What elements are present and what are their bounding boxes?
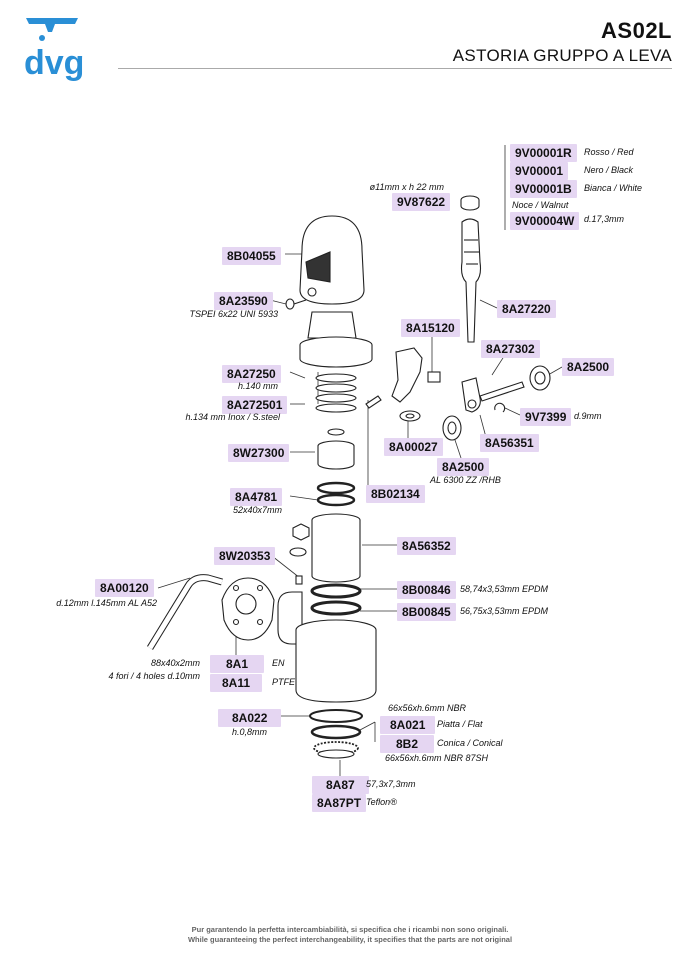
gasket-021-drawing (310, 724, 362, 740)
part-tag-8A56352: 8A56352 (397, 537, 456, 555)
part-tag-8A00027: 8A00027 (384, 438, 443, 456)
group-head-drawing (299, 215, 365, 305)
part-tag-8A27302: 8A27302 (481, 340, 540, 358)
note-bianca: Bianca / White (584, 183, 643, 193)
part-tag-9V7399: 9V7399 (520, 408, 572, 426)
part-tag-8A272501: 8A272501 (222, 396, 288, 414)
note-rosso: Rosso / Red (584, 147, 634, 157)
note-teflon: Teflon® (366, 797, 397, 807)
note-nbr87: 66x56xh.6mm NBR 87SH (385, 753, 489, 763)
model-code: AS02L (601, 18, 672, 43)
part-tag-8A2500-left: 8A2500 (437, 458, 490, 476)
note-d9: d.9mm (574, 411, 602, 421)
header-rule (118, 68, 672, 69)
cam-drawing (391, 347, 441, 403)
note-al6300: AL 6300 ZZ /RHB (430, 475, 501, 485)
cylinder-drawing (311, 513, 361, 583)
note-fori: 4 fori / 4 holes d.10mm (108, 671, 200, 681)
part-tag-8A15120: 8A15120 (401, 319, 460, 337)
part-tag-8A11: 8A11 (210, 674, 263, 692)
footer-english: While guaranteeing the perfect interchan… (187, 935, 513, 944)
bearing-right-drawing (529, 365, 551, 391)
part-tag-8A1: 8A1 (210, 655, 265, 673)
note-dia11: ø11mm x h 22 mm (369, 182, 444, 192)
note-ptfe: PTFE (272, 677, 296, 687)
part-tag-9V00001: 9V00001 (510, 162, 569, 180)
lever-pivot-drawing (461, 377, 481, 413)
note-nero: Nero / Black (584, 165, 634, 175)
note-noce: Noce / Walnut (512, 200, 569, 210)
part-tag-8A27250: 8A27250 (222, 365, 281, 383)
part-tag-9V00001B: 9V00001B (510, 180, 577, 198)
part-tag-8A87: 8A87 (312, 776, 369, 794)
part-tag-8B00846: 8B00846 (397, 581, 456, 599)
axle-drawing (479, 381, 525, 402)
note-d12: d.12mm l.145mm AL A52 (56, 598, 157, 608)
part-tag-9V00001R: 9V00001R (510, 144, 577, 162)
part-tag-8W27300: 8W27300 (228, 444, 290, 462)
part-tag-8A2500-right: 8A2500 (562, 358, 615, 376)
part-tag-8B04055: 8B04055 (222, 247, 281, 265)
coffee-drop-icon: dvg (24, 18, 84, 82)
part-tag-8A00120: 8A00120 (95, 579, 154, 597)
oring-845-drawing (310, 600, 362, 616)
note-piatta: Piatta / Flat (437, 719, 483, 729)
footer-italian: Pur garantendo la perfetta intercambiabi… (191, 925, 509, 934)
note-h08: h.0,8mm (232, 727, 268, 737)
shower-screen-drawing (313, 741, 359, 759)
washer-drawing (399, 410, 421, 422)
part-tag-8B00845: 8B00845 (397, 603, 456, 621)
part-tag-8B02134: 8B02134 (366, 485, 425, 503)
fitting-drawing (289, 523, 310, 585)
piston-top-drawing (299, 311, 373, 368)
model-subtitle: ASTORIA GRUPPO A LEVA (452, 46, 672, 65)
lever-handle-drawing (460, 218, 482, 343)
part-tag-8A56351: 8A56351 (480, 434, 539, 452)
oring-846-drawing (310, 583, 362, 599)
note-nbr66: 66x56xh.6mm NBR (388, 703, 467, 713)
part-tag-8A4781: 8A4781 (230, 488, 283, 506)
note-tspei: TSPEI 6x22 UNI 5933 (189, 309, 278, 319)
piston-drawing (317, 428, 355, 470)
part-tag-8A27220: 8A27220 (497, 300, 556, 318)
part-tag-9V87622: 9V87622 (392, 193, 451, 211)
part-tag-8B2: 8B2 (380, 735, 435, 753)
piston-seals-drawing (316, 481, 356, 507)
bearing-left-drawing (442, 415, 462, 441)
springs-drawing (315, 373, 357, 413)
screw-drawing (285, 298, 307, 310)
note-dim52: 52x40x7mm (232, 505, 282, 515)
note-d173: d.17,3mm (584, 214, 625, 224)
part-tag-8A23590: 8A23590 (214, 292, 273, 310)
note-dim57: 57,3x7,3mm (366, 779, 416, 789)
dvg-logo: dvg (22, 12, 102, 82)
flange-gasket-drawing (221, 577, 275, 641)
note-conica: Conica / Conical (437, 738, 503, 748)
lower-body-drawing (277, 591, 377, 703)
note-epdm845: 56,75x3,53mm EPDM (460, 606, 549, 616)
svg-text:dvg: dvg (24, 44, 84, 82)
note-dim88: 88x40x2mm (150, 658, 200, 668)
part-tag-8W20353: 8W20353 (214, 547, 276, 565)
part-tag-8A022: 8A022 (218, 709, 282, 727)
knob-cap-drawing (460, 195, 480, 211)
pin-drawing (365, 395, 382, 409)
note-epdm846: 58,74x3,53mm EPDM (460, 584, 549, 594)
clip-drawing (494, 402, 506, 413)
part-tag-8A87PT: 8A87PT (312, 794, 367, 812)
gasket-022-drawing (309, 709, 363, 723)
part-tag-9V00004W: 9V00004W (510, 212, 580, 230)
note-h134: h.134 mm Inox / S.steel (185, 412, 280, 422)
note-h140: h.140 mm (237, 381, 278, 391)
note-en: EN (272, 658, 285, 668)
part-tag-8A021: 8A021 (380, 716, 436, 734)
